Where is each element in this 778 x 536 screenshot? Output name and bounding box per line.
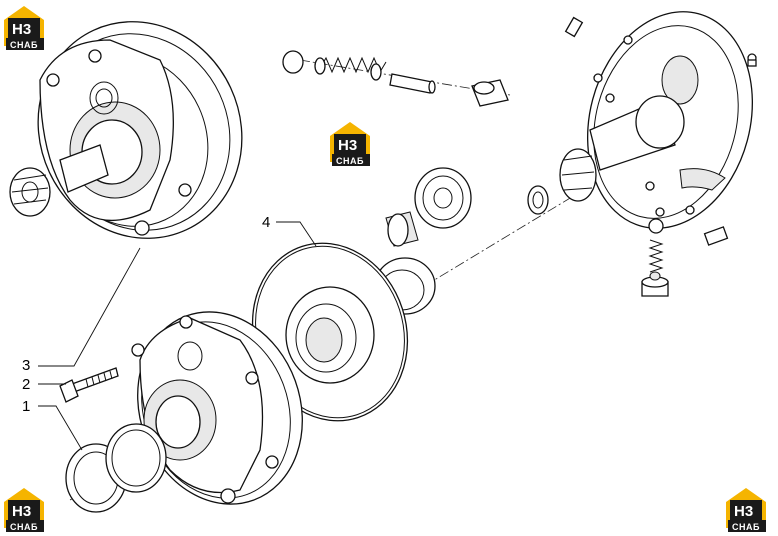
callout-2: 2: [22, 376, 30, 393]
brand-logo-bottom-left: H3 СНАБ: [4, 488, 44, 532]
brand-logo-top-left: H3 СНАБ: [4, 6, 44, 50]
leader-line-3: [38, 247, 141, 367]
brand-logo-center: H3 СНАБ: [330, 122, 370, 166]
bushing-small: [527, 185, 549, 215]
leader-line-1: [38, 405, 83, 451]
internal-ring-gear: [285, 286, 375, 384]
brand-logo-bottom-right: H3 СНАБ: [726, 488, 766, 532]
logo-sub: СНАБ: [732, 522, 760, 532]
seal-sleeve: [105, 423, 167, 493]
needle-bearing: [385, 211, 419, 247]
bolt: [59, 367, 119, 403]
logo-sub: СНАБ: [10, 40, 38, 50]
callout-1: 1: [22, 398, 30, 415]
logo-letters: H3: [338, 137, 357, 154]
callout-4: 4: [262, 214, 270, 231]
relief-valve-parts: [641, 218, 729, 297]
ball-check-parts: [282, 50, 509, 107]
logo-letters: H3: [734, 503, 753, 520]
logo-letters: H3: [12, 21, 31, 38]
logo-letters: H3: [12, 503, 31, 520]
pinion-gear: [414, 167, 472, 229]
callout-3: 3: [22, 357, 30, 374]
leader-line-4: [276, 221, 317, 247]
rotor-plate-assembly: [559, 11, 757, 229]
logo-sub: СНАБ: [336, 156, 364, 166]
logo-sub: СНАБ: [10, 522, 38, 532]
pump-housing-assembled: [9, 21, 243, 239]
